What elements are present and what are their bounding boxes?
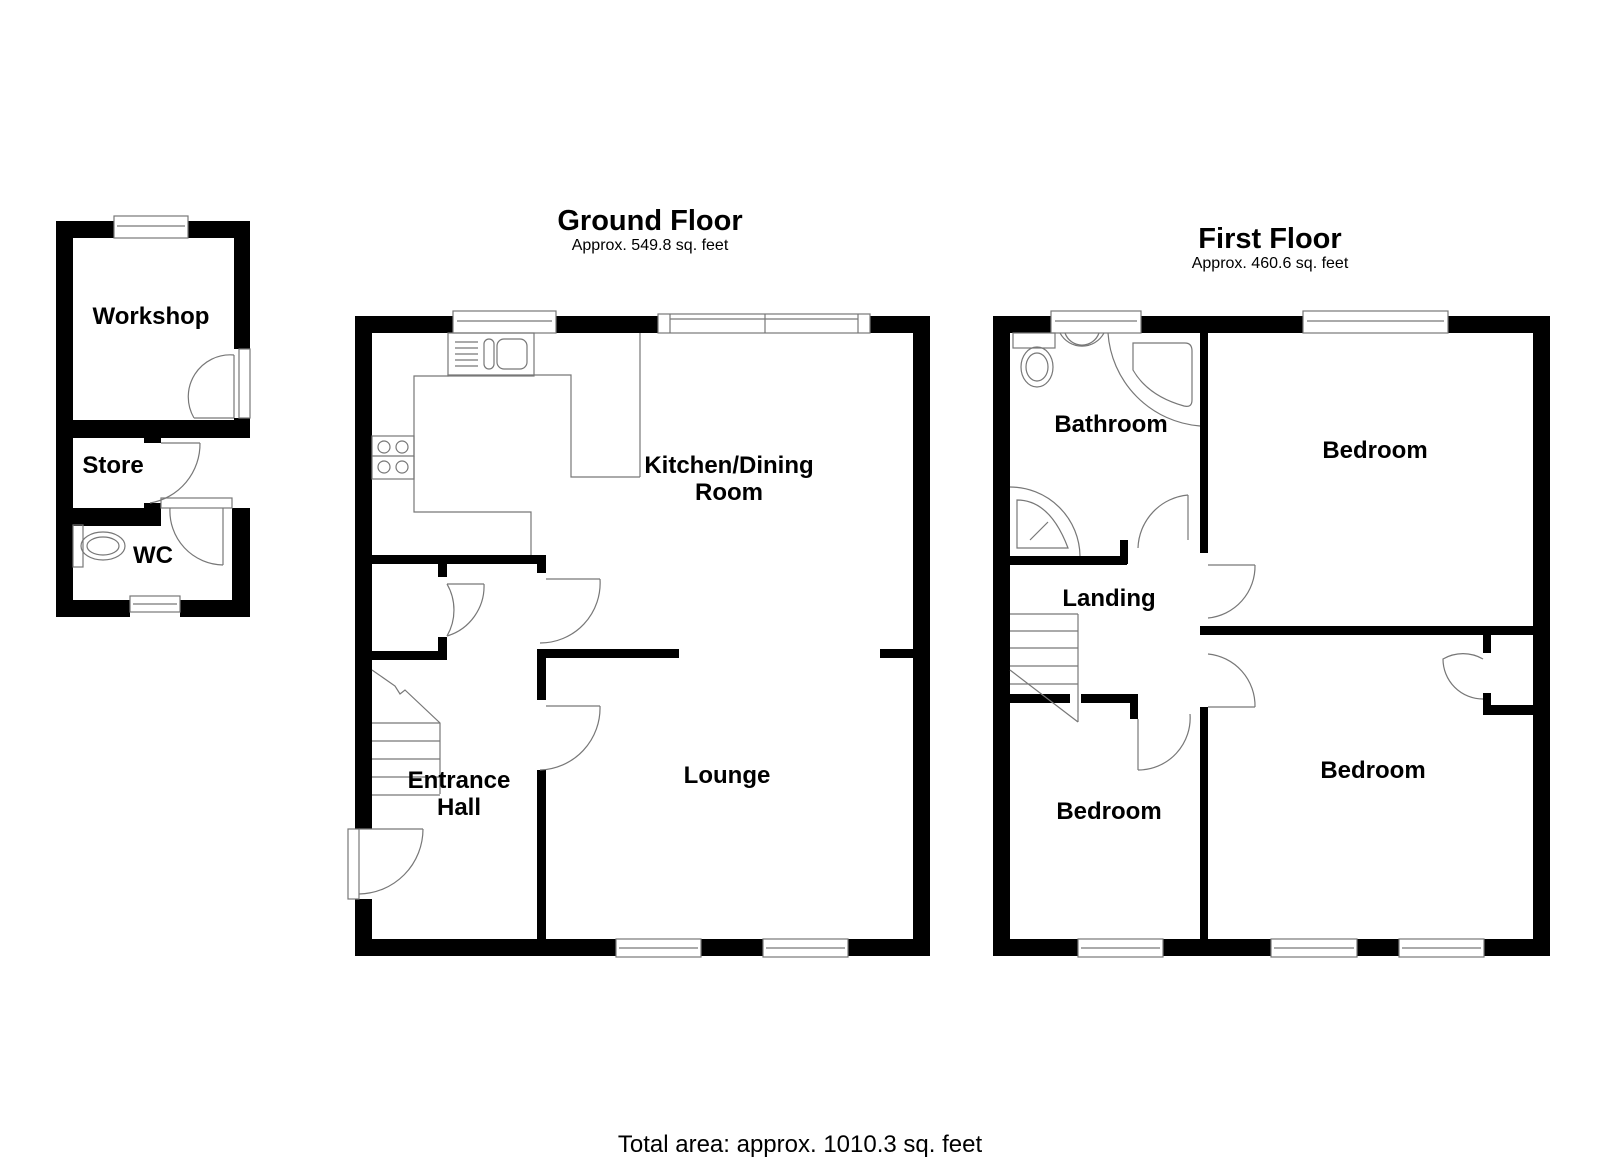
door-icon — [1207, 653, 1256, 708]
window-icon — [1050, 310, 1142, 334]
first-floor-heading: First Floor Approx. 460.6 sq. feet — [1120, 223, 1420, 273]
door-icon — [1137, 713, 1191, 771]
room-label-entrance-hall: Entrance Hall — [408, 767, 511, 821]
window-icon — [762, 938, 849, 958]
door-icon — [187, 348, 251, 419]
room-label-bathroom: Bathroom — [1054, 411, 1168, 438]
room-label-landing: Landing — [1062, 585, 1156, 612]
door-icon — [539, 705, 601, 771]
window-icon — [129, 595, 181, 613]
room-label-line: Entrance — [407, 767, 511, 794]
door-icon — [1207, 564, 1256, 619]
window-icon — [1077, 938, 1164, 958]
toilet-icon — [1012, 332, 1056, 388]
corner-bath-icon — [1107, 332, 1201, 427]
door-icon — [1137, 494, 1189, 549]
outbuilding-walls — [56, 221, 250, 617]
room-label-bedroom-3: Bedroom — [1056, 798, 1162, 825]
ground-floor-walls — [355, 316, 930, 956]
room-label-line: Kitchen/Dining — [644, 452, 814, 479]
room-label-wc: WC — [133, 542, 173, 569]
room-label-bedroom-2: Bedroom — [1320, 757, 1426, 784]
hob-icon — [371, 435, 415, 480]
window-icon — [113, 215, 189, 239]
door-icon — [1442, 653, 1484, 700]
door-icon — [446, 583, 485, 637]
room-label-store: Store — [82, 452, 144, 479]
floor-area: Approx. 549.8 sq. feet — [571, 237, 729, 254]
room-label-bedroom-1: Bedroom — [1322, 437, 1428, 464]
floor-title: Ground Floor — [557, 205, 743, 237]
floor-area: Approx. 460.6 sq. feet — [1191, 255, 1349, 272]
first-floor-walls — [993, 316, 1550, 956]
room-label-workshop: Workshop — [92, 303, 210, 330]
window-icon — [1398, 938, 1485, 958]
room-label-line: Hall — [436, 794, 482, 821]
basin-icon — [1059, 332, 1105, 347]
window-icon — [452, 310, 557, 334]
stairs-icon — [371, 669, 441, 796]
total-area: Total area: approx. 1010.3 sq. feet — [617, 1131, 983, 1158]
window-icon — [615, 938, 702, 958]
window-icon — [1270, 938, 1358, 958]
door-icon — [149, 442, 201, 504]
shower-icon — [1009, 486, 1081, 557]
room-label-kitchen-dining: Kitchen/Dining Room — [644, 452, 813, 506]
stairs-icon — [1009, 613, 1079, 723]
room-label-lounge: Lounge — [683, 762, 771, 789]
ground-floor-heading: Ground Floor Approx. 549.8 sq. feet — [500, 205, 800, 255]
patio-door-icon — [657, 313, 871, 334]
door-icon — [160, 497, 233, 566]
door-icon — [347, 828, 424, 900]
sink-icon — [447, 332, 535, 377]
toilet-icon — [72, 524, 126, 568]
room-label-line: Room — [694, 479, 763, 506]
floor-title: First Floor — [1198, 223, 1342, 255]
window-icon — [1302, 310, 1449, 334]
door-icon — [539, 578, 601, 644]
